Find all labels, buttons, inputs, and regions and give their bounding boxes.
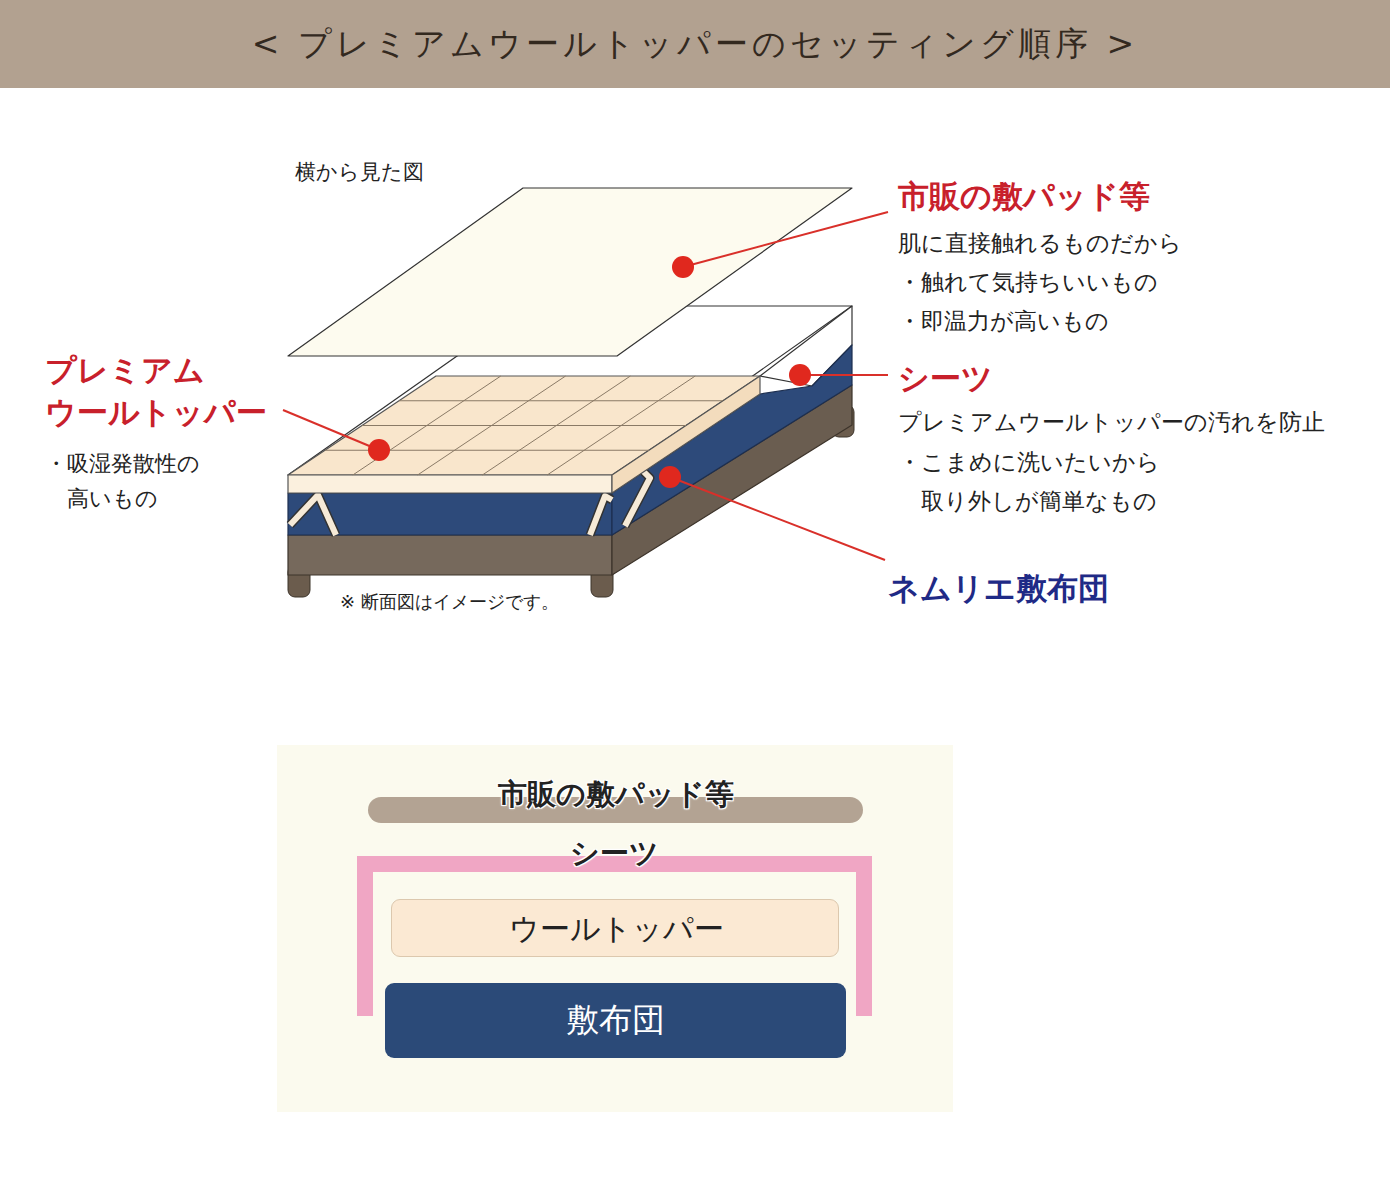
title: < プレミアムウールトッパーのセッティング順序 >	[0, 22, 1390, 67]
layer-label: 敷布団	[566, 998, 665, 1043]
layer-label: シーツ	[570, 834, 659, 874]
note: ・即温力が高いもの	[898, 306, 1109, 337]
bed-pad	[288, 188, 852, 356]
callout-dot	[368, 439, 390, 461]
note: ・吸湿発散性の 高いもの	[45, 446, 208, 516]
band-outline	[590, 496, 612, 535]
futon-layer: 敷布団	[385, 983, 846, 1058]
layer-label: ウールトッパー	[509, 909, 724, 950]
callout-dot	[659, 466, 681, 488]
part-name: ネムリエ敷布団	[888, 568, 1109, 610]
bed-illustration	[283, 188, 888, 597]
part-name: 市販の敷パッド等	[898, 176, 1150, 218]
note: ・触れて気持ちいいもの	[898, 267, 1158, 298]
elastic-band	[290, 495, 336, 535]
note: プレミアムウールトッパーの汚れを防止	[898, 407, 1325, 438]
layer-label: 市販の敷パッド等	[498, 775, 734, 815]
topper-side	[612, 376, 760, 493]
topper-layer: ウールトッパー	[391, 899, 839, 957]
title-bar	[0, 0, 1390, 88]
leader-line	[683, 212, 888, 267]
quilt-line	[399, 400, 723, 401]
elastic-band	[590, 496, 612, 535]
leader-line	[670, 477, 885, 560]
quilt-line	[362, 425, 686, 426]
futon-front	[288, 493, 612, 535]
callout-dot	[789, 364, 811, 386]
pad-layer: 市販の敷パッド等	[368, 797, 863, 823]
view-caption: 横から見た図	[295, 158, 424, 186]
topper-front	[288, 475, 612, 493]
leader-line	[800, 374, 888, 376]
note: ※ 断面図はイメージです。	[340, 590, 559, 614]
note: ・こまめに洗いたいから 取り外しが簡単なもの	[898, 443, 1179, 521]
callout-dot	[672, 256, 694, 278]
bed-frame-front	[288, 535, 612, 575]
leader-line	[283, 410, 379, 450]
cross-section-panel	[277, 745, 953, 1112]
note: 肌に直接触れるものだから	[898, 228, 1182, 259]
band-outline	[290, 495, 336, 535]
part-name: プレミアム ウールトッパー	[45, 349, 281, 433]
part-name: シーツ	[898, 358, 993, 400]
